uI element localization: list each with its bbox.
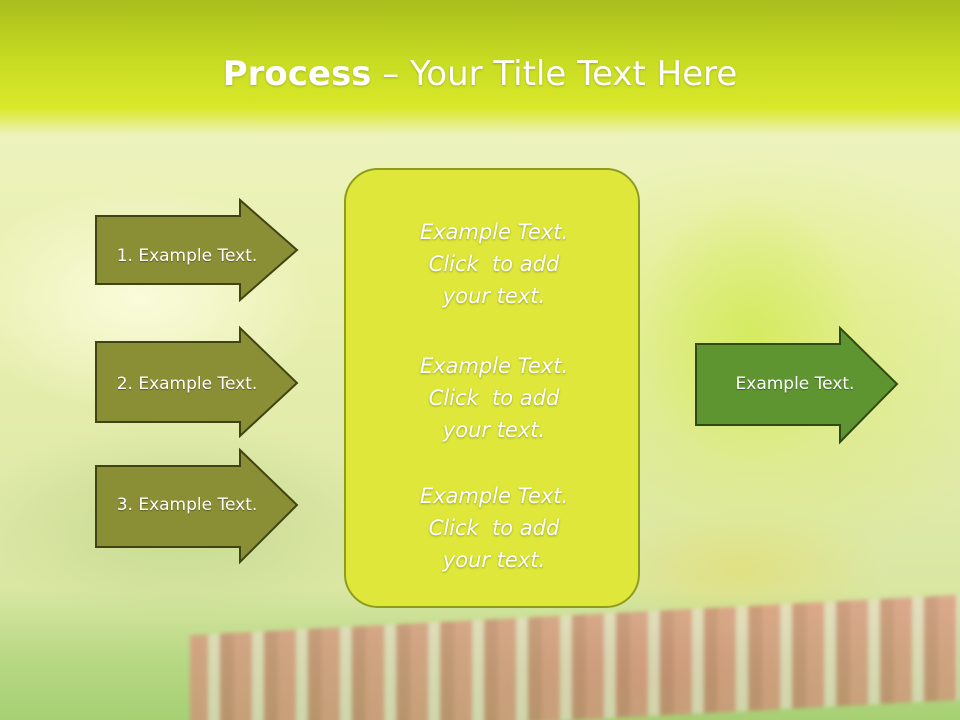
center-block-2-line-3: your text. xyxy=(442,418,546,442)
step-label-3: 3. Example Text. xyxy=(116,495,258,515)
step-label-1: 1. Example Text. xyxy=(116,246,258,266)
center-block-3-line-2: Click to add xyxy=(428,516,560,540)
result-arrow[interactable] xyxy=(694,325,900,446)
center-block-2-line-2: Click to add xyxy=(428,386,560,410)
center-block-1: Example Text. Click to add your text. xyxy=(346,216,642,312)
center-block-1-line-2: Click to add xyxy=(428,252,560,276)
step-label-2: 2. Example Text. xyxy=(116,374,258,394)
slide-title[interactable]: Process – Your Title Text Here xyxy=(0,52,960,96)
step-arrow-2-shape xyxy=(95,325,299,439)
center-text-box[interactable]: Example Text. Click to add your text. Ex… xyxy=(344,168,640,608)
center-block-3-line-1: Example Text. xyxy=(419,484,569,508)
title-bar xyxy=(0,0,960,135)
center-block-1-line-1: Example Text. xyxy=(419,220,569,244)
center-block-1-line-3: your text. xyxy=(442,284,546,308)
center-block-3: Example Text. Click to add your text. xyxy=(346,480,642,576)
title-rest: – Your Title Text Here xyxy=(371,54,738,94)
background-figure xyxy=(600,150,900,510)
step-arrow-2[interactable] xyxy=(94,325,300,439)
center-block-2: Example Text. Click to add your text. xyxy=(346,350,642,446)
step-arrow-1-shape xyxy=(95,197,299,303)
step-arrow-3[interactable] xyxy=(94,447,300,565)
center-block-2-line-1: Example Text. xyxy=(419,354,569,378)
result-label: Example Text. xyxy=(735,374,855,394)
center-block-3-line-3: your text. xyxy=(442,548,546,572)
step-arrow-1[interactable] xyxy=(94,197,300,303)
result-arrow-shape xyxy=(695,325,899,445)
title-bold: Process xyxy=(222,54,372,94)
step-arrow-3-shape xyxy=(95,447,299,565)
